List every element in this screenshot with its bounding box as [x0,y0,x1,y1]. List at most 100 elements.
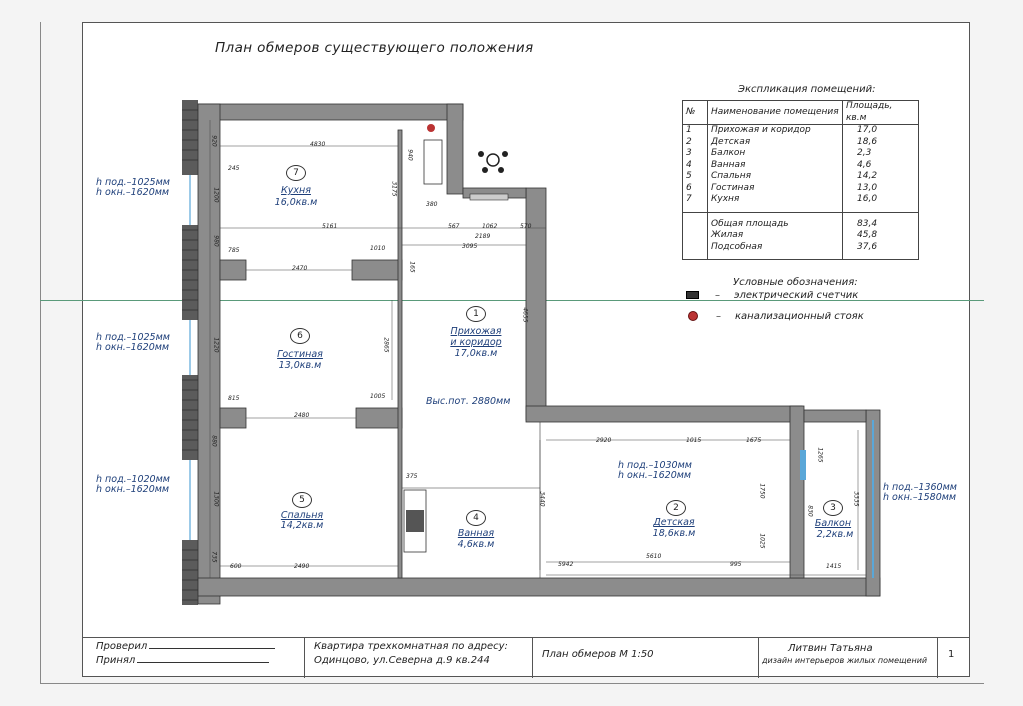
dim-label: 1300 [212,491,220,507]
kitchen-counter [423,139,443,185]
title-block: Проверил Принял Квартира трехкомнатная п… [82,637,970,678]
explication-cell: 3 [682,148,708,160]
explication-cell: 16,0 [857,194,878,204]
explication-header-area: Площадь, кв.м [842,100,919,125]
dim-label: 1010 [370,245,386,252]
window-sill-height: h под.–1025мм [96,332,170,343]
dim-label: 600 [230,563,242,570]
room-area-hall: 17,0кв.м [454,348,498,359]
window-height: h окн.–1620мм [96,484,170,495]
explication-cell: 4 [682,159,708,171]
sewer-riser-icon [688,311,698,321]
room-area-bathroom: 4,6кв.м [457,539,495,550]
facade-hatch [182,109,198,601]
partitions [219,129,403,579]
room-name-living: Гостиная [277,349,323,360]
dim-label: 4655 [521,307,529,323]
explication-total-row: Подсобная 37,6 [682,241,919,260]
room-number-kids: 2 [666,500,686,516]
dim-label: 1015 [686,437,702,444]
explication-cell: 2,3 [857,148,872,158]
explication-table: № Наименование помещения Площадь, кв.м 1… [682,100,919,260]
dim-label: 3335 [852,491,860,507]
dim-label: 785 [228,247,240,254]
room-number-balcony: 3 [823,500,843,516]
dim-label: 3175 [390,181,398,197]
legend-label: канализационный стояк [735,311,864,322]
window-sill-height: h под.–1025мм [96,177,170,188]
stamp-divider [304,638,305,678]
signature-line [149,648,276,649]
bathtub [403,489,427,553]
explication-cell: Детская [707,136,843,148]
sewer-riser-icon [427,124,435,132]
room-number-kitchen: 7 [286,165,306,181]
explication-cell: 14,2 [857,171,878,181]
dim-label: 5610 [646,553,662,560]
explication-cell: 45,8 [857,230,878,240]
dim-label: 1675 [746,437,762,444]
explication-cell: 5 [682,171,708,183]
dim-label: 940 [406,149,414,161]
dim-label: 2470 [292,265,308,272]
explication-cell: Общая площадь [707,211,843,230]
explication-header-no: № [682,100,708,125]
room-area-kitchen: 16,0кв.м [274,197,318,208]
stamp-address-line2: Одинцово, ул.Северна д.9 кв.244 [314,655,490,666]
legend-dash: – [716,311,721,322]
dim-label: 1415 [826,563,842,570]
dim-label: 735 [210,551,218,563]
dining-table-icon [478,151,508,173]
dim-label: 165 [408,261,416,273]
explication-header-row: № Наименование помещения Площадь, кв.м [682,100,919,125]
stamp-sheet-number: 1 [948,649,955,660]
dim-label: 920 [210,135,218,147]
room-name-bedroom: Спальня [280,510,324,521]
explication-cell: 6 [682,182,708,194]
dim-label: 2480 [294,412,310,419]
dim-label: 5942 [558,561,574,568]
explication-cell: 2 [682,136,708,148]
explication-total-row: Жилая 45,8 [682,230,919,242]
stamp-address-line1: Квартира трехкомнатная по адресу: [314,641,508,652]
explication-cell [682,211,708,230]
room-number-hall: 1 [466,306,486,322]
drawing-title: План обмеров существующего положения [215,40,534,56]
explication-cell: 1 [682,124,708,137]
explication-cell: Гостиная [707,182,843,194]
dim-label: 995 [730,561,742,568]
explication-cell: Жилая [707,230,843,242]
explication-cell: 13,0 [857,182,878,193]
signature-line [137,662,270,663]
room-name-hall-2: и коридор [450,337,502,348]
room-area-balcony: 2,2кв.м [816,529,854,540]
explication-cell [682,241,708,260]
dim-label: 1220 [212,337,220,353]
legend-dash: – [715,290,720,301]
explication-cell: Прихожая и коридор [707,124,843,137]
explication-cell: 83,4 [842,211,919,230]
explication-cell: 37,6 [857,241,878,252]
room-number-living: 6 [290,328,310,344]
legend-item-meter: –электрический счетчик [686,290,858,301]
dim-label: 567 [448,223,460,230]
dim-label: 380 [426,201,438,208]
dim-label: 2490 [294,563,310,570]
dim-label: 1200 [212,187,220,203]
explication-cell: Подсобная [707,241,843,260]
stamp-author: Литвин Татьяна [788,643,873,654]
dim-label: 1265 [816,447,824,463]
room-area-living: 13,0кв.м [278,360,322,371]
